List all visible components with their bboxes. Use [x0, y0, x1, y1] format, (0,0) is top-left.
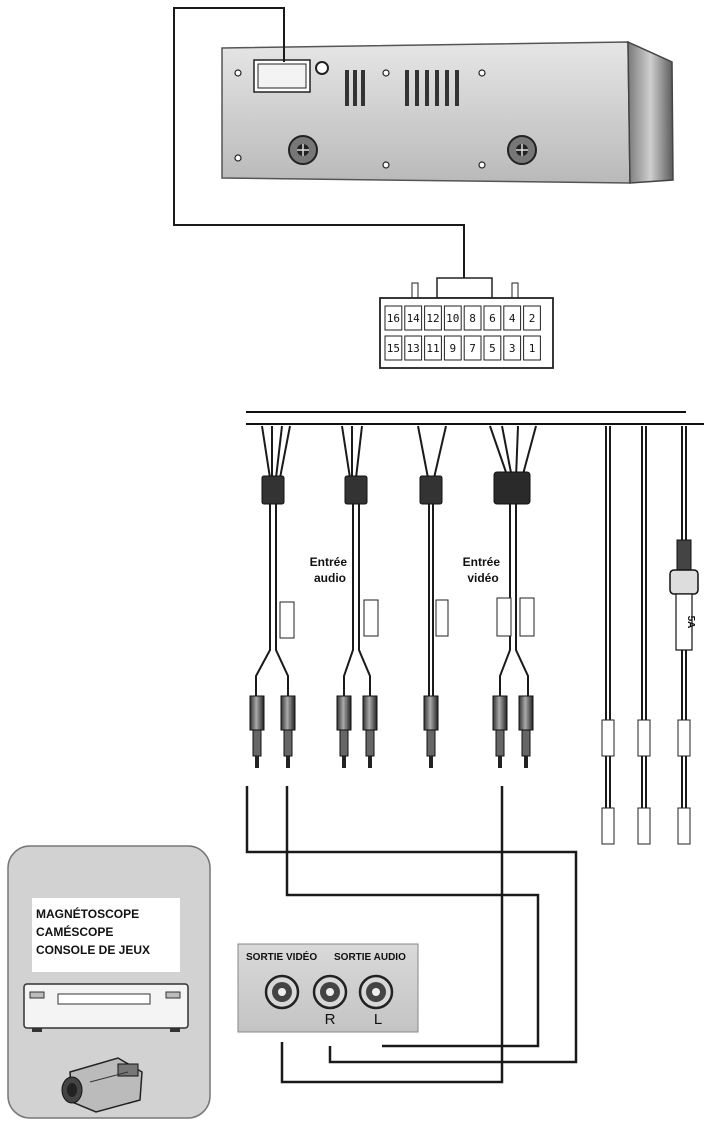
fuse-label: 5A — [685, 616, 696, 629]
connector-pin-number: 3 — [509, 342, 516, 355]
connector-pin-cell — [523, 335, 541, 361]
harness-top-bar — [246, 411, 704, 425]
connector-pin-number: 5 — [489, 342, 496, 355]
connector-pin-cell — [463, 335, 482, 361]
audio-out-label: SORTIE AUDIO — [334, 952, 406, 963]
vcr-icon — [23, 983, 189, 1032]
av-output-panel: SORTIE VIDÉO SORTIE AUDIO R L — [237, 943, 419, 1033]
connector-pin-cell — [483, 305, 502, 331]
video-input-cable — [489, 425, 537, 768]
video-out-label: SORTIE VIDÉO — [246, 950, 317, 963]
connector-pin-cell — [523, 305, 541, 331]
left-channel-label: L — [374, 1011, 382, 1028]
fuse-holder — [669, 539, 699, 651]
connector-pin-cell — [483, 335, 502, 361]
connector-pin-number: 11 — [426, 342, 439, 355]
connector-pin-number: 7 — [469, 342, 476, 355]
connector-pin-number: 9 — [449, 342, 456, 355]
connector-pin-cell — [503, 305, 522, 331]
mounting-screw-icon — [288, 135, 318, 165]
connector-pin-number: 4 — [509, 312, 516, 325]
antenna-socket-icon — [315, 61, 329, 75]
connector-pin-number: 14 — [407, 312, 421, 325]
source-device-list: MAGNÉTOSCOPE CAMÉSCOPE CONSOLE DE JEUX — [36, 906, 150, 957]
source-device-card: MAGNÉTOSCOPE CAMÉSCOPE CONSOLE DE JEUX — [7, 845, 211, 1119]
audio-input-cable — [336, 425, 379, 768]
right-channel-label: R — [325, 1011, 336, 1028]
connector-pin-number: 13 — [407, 342, 420, 355]
connector-pin-cell — [384, 335, 403, 361]
power-wires — [601, 426, 699, 845]
connector-pin-number: 15 — [387, 342, 400, 355]
head-unit — [221, 40, 674, 184]
connector-pin-number: 1 — [529, 342, 536, 355]
video-input-label: Entrée vidéo — [463, 555, 504, 585]
mounting-screw-icon — [507, 135, 537, 165]
connector-pin-number: 10 — [446, 312, 459, 325]
connector-pin-cell — [424, 335, 442, 361]
connector-cable — [173, 7, 465, 278]
connector-pin-cell — [443, 335, 462, 361]
connector-pin-cell — [424, 305, 442, 331]
vent-slots — [345, 70, 459, 106]
audio-input-cable — [249, 425, 296, 768]
signal-routing-wires — [245, 786, 578, 1084]
connector-pin-number: 16 — [387, 312, 400, 325]
audio-input-label: Entrée audio — [310, 555, 351, 585]
single-rca-cable — [417, 425, 449, 768]
video-out-jack-icon — [264, 974, 300, 1010]
connector-pin-number: 8 — [469, 312, 476, 325]
camcorder-icon — [61, 1057, 143, 1113]
connector-pin-number: 12 — [426, 312, 439, 325]
connector-pin-cell — [443, 305, 462, 331]
connector-pin-cell — [404, 335, 423, 361]
audio-out-right-jack-icon — [312, 974, 348, 1010]
connector-pin-cell — [404, 305, 423, 331]
rear-connector-socket — [253, 59, 311, 93]
connector-pin-number: 2 — [529, 312, 536, 325]
connector-pin-number: 6 — [489, 312, 496, 325]
connector-pin-cell — [384, 305, 403, 331]
connector-pin-cell — [503, 335, 522, 361]
connector-pin-cell — [463, 305, 482, 331]
audio-out-left-jack-icon — [358, 974, 394, 1010]
